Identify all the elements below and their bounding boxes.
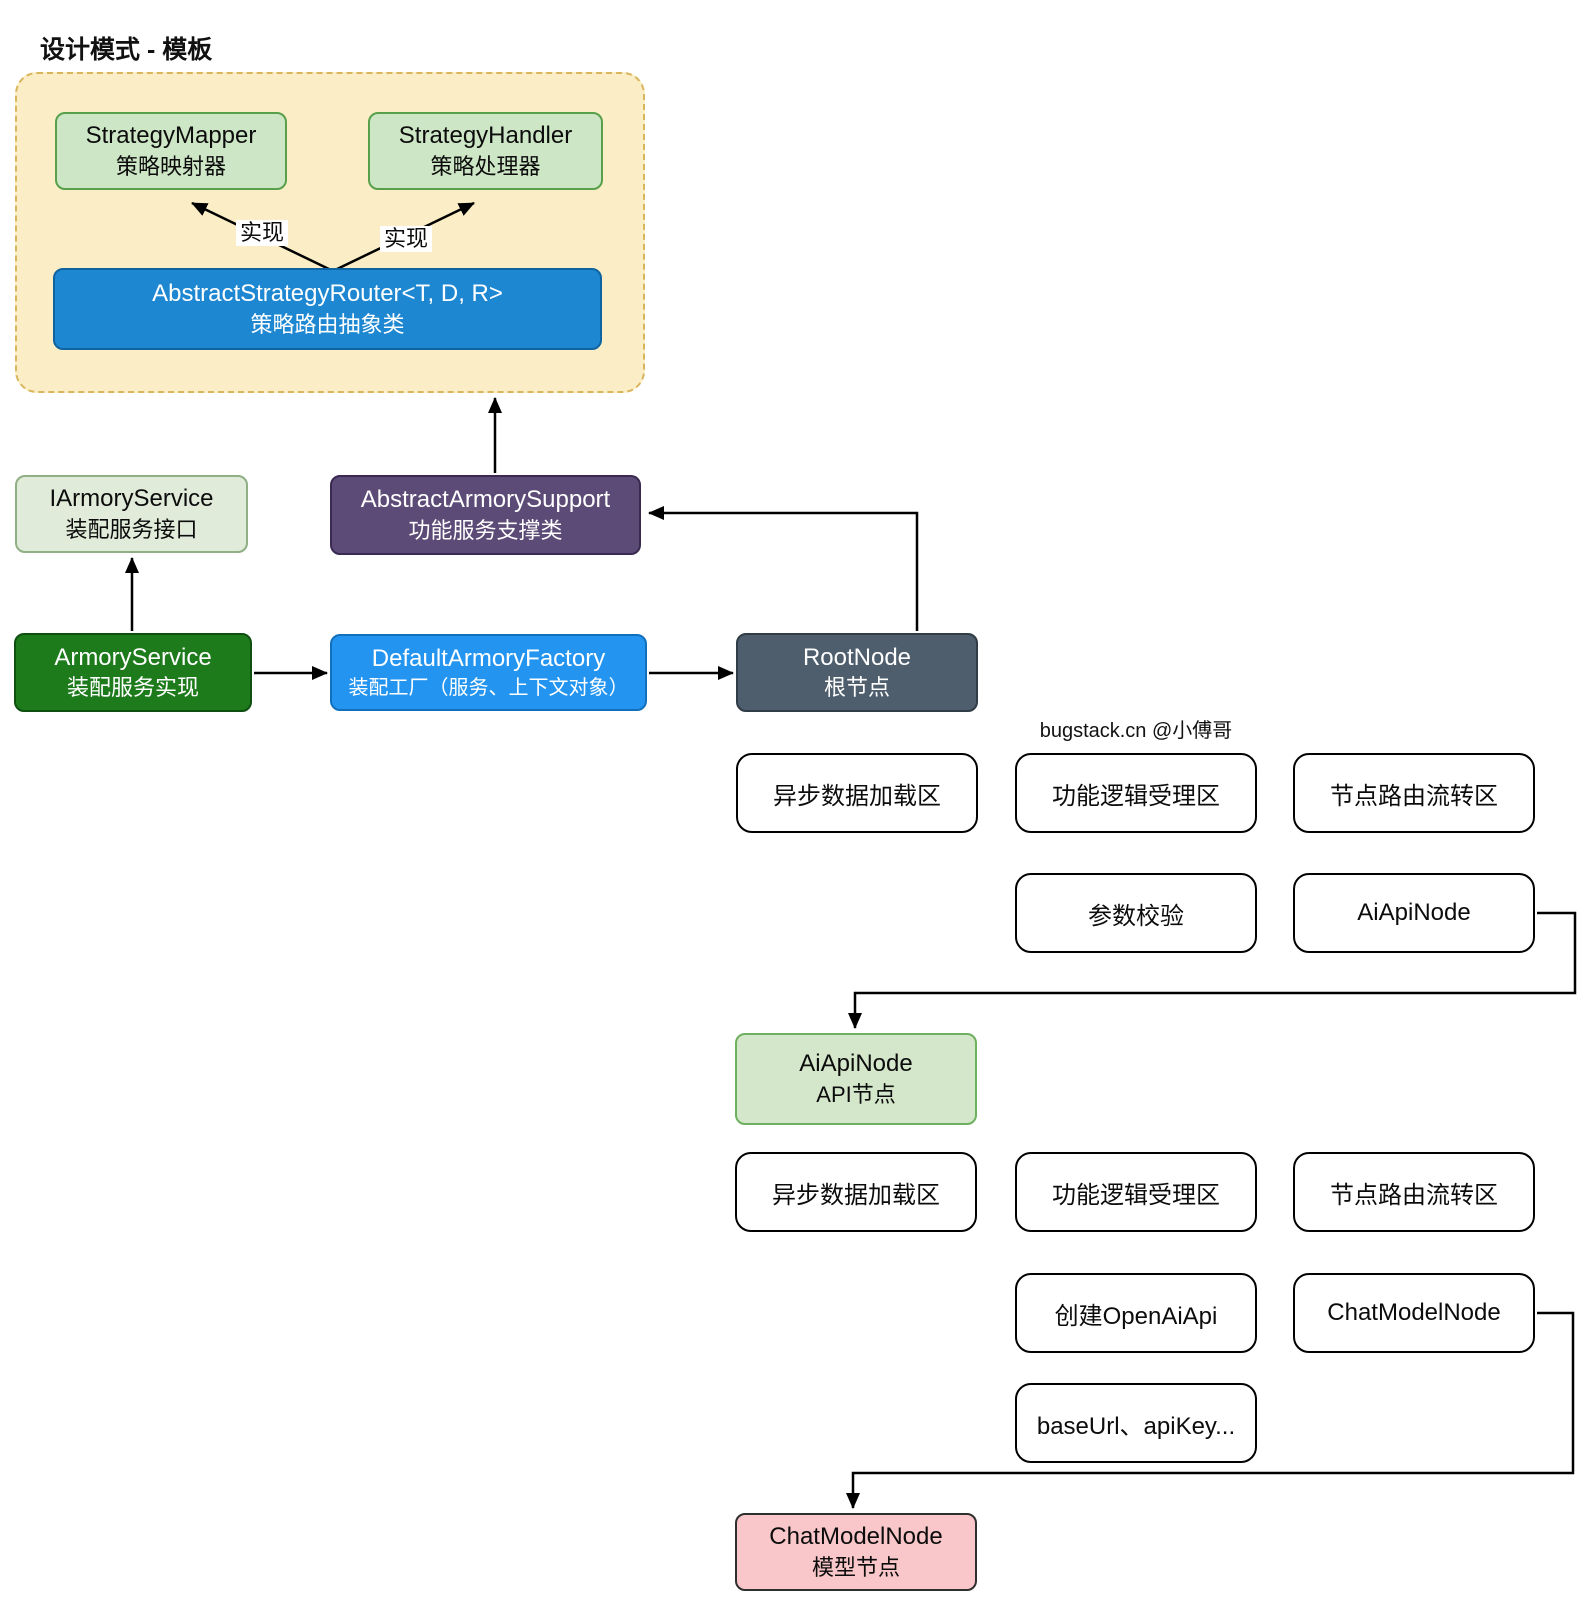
- watermark-text: bugstack.cn @小傅哥: [1039, 720, 1233, 742]
- step-api-create-openai: 创建OpenAiApi: [1015, 1273, 1257, 1353]
- node-title: ChatModelNode: [769, 1523, 943, 1551]
- node-default-armory-factory: DefaultArmoryFactory 装配工厂（服务、上下文对象）: [330, 634, 647, 711]
- node-title: AbstractStrategyRouter<T, D, R>: [152, 280, 503, 308]
- node-abstract-strategy-router: AbstractStrategyRouter<T, D, R> 策略路由抽象类: [53, 268, 602, 350]
- zone-api-logic: 功能逻辑受理区: [1015, 1152, 1257, 1232]
- node-subtitle: 策略处理器: [430, 153, 541, 179]
- node-subtitle: 策略映射器: [115, 153, 226, 179]
- zone-api-route: 节点路由流转区: [1293, 1152, 1535, 1232]
- node-title: AbstractArmorySupport: [360, 486, 611, 514]
- node-subtitle: 策略路由抽象类: [250, 311, 405, 337]
- node-iarmory-service: IArmoryService 装配服务接口: [15, 475, 248, 553]
- node-title: ArmoryService: [54, 643, 212, 671]
- node-subtitle: 装配服务实现: [66, 675, 199, 701]
- node-title: StrategyHandler: [398, 122, 573, 150]
- zone-api-async-load: 异步数据加载区: [735, 1152, 977, 1232]
- step-api-params: baseUrl、apiKey...: [1015, 1383, 1257, 1463]
- node-subtitle: 根节点: [823, 675, 890, 701]
- node-title: IArmoryService: [49, 485, 214, 513]
- node-subtitle: 功能服务支撑类: [408, 517, 563, 543]
- node-root-node: RootNode 根节点: [736, 633, 978, 712]
- step-root-next-aiapinode: AiApiNode: [1293, 873, 1535, 953]
- node-subtitle: 模型节点: [811, 1554, 900, 1580]
- zone-root-logic: 功能逻辑受理区: [1015, 753, 1257, 833]
- node-subtitle: 装配服务接口: [65, 516, 198, 542]
- node-strategy-handler: StrategyHandler 策略处理器: [368, 112, 603, 190]
- node-strategy-mapper: StrategyMapper 策略映射器: [55, 112, 287, 190]
- node-title: RootNode: [802, 643, 912, 671]
- node-armory-service: ArmoryService 装配服务实现: [14, 633, 252, 712]
- edge-label-realize-left: 实现: [236, 220, 289, 247]
- zone-root-route: 节点路由流转区: [1293, 753, 1535, 833]
- zone-root-async-load: 异步数据加载区: [736, 753, 978, 833]
- node-title: AiApiNode: [799, 1050, 913, 1078]
- edge-label-realize-right: 实现: [380, 226, 433, 253]
- step-api-next-chatmodelnode: ChatModelNode: [1293, 1273, 1535, 1353]
- node-abstract-armory-support: AbstractArmorySupport 功能服务支撑类: [330, 475, 641, 555]
- arrow-rootnode-to-support: [648, 506, 919, 631]
- node-chat-model-node: ChatModelNode 模型节点: [735, 1513, 977, 1591]
- node-ai-api-node: AiApiNode API节点: [735, 1033, 977, 1125]
- node-title: DefaultArmoryFactory: [371, 644, 606, 672]
- node-subtitle: 装配工厂（服务、上下文对象）: [348, 676, 629, 699]
- step-root-param-validate: 参数校验: [1015, 873, 1257, 953]
- node-title: StrategyMapper: [85, 122, 257, 150]
- diagram-title: 设计模式 - 模板: [40, 36, 213, 64]
- node-subtitle: API节点: [816, 1081, 896, 1107]
